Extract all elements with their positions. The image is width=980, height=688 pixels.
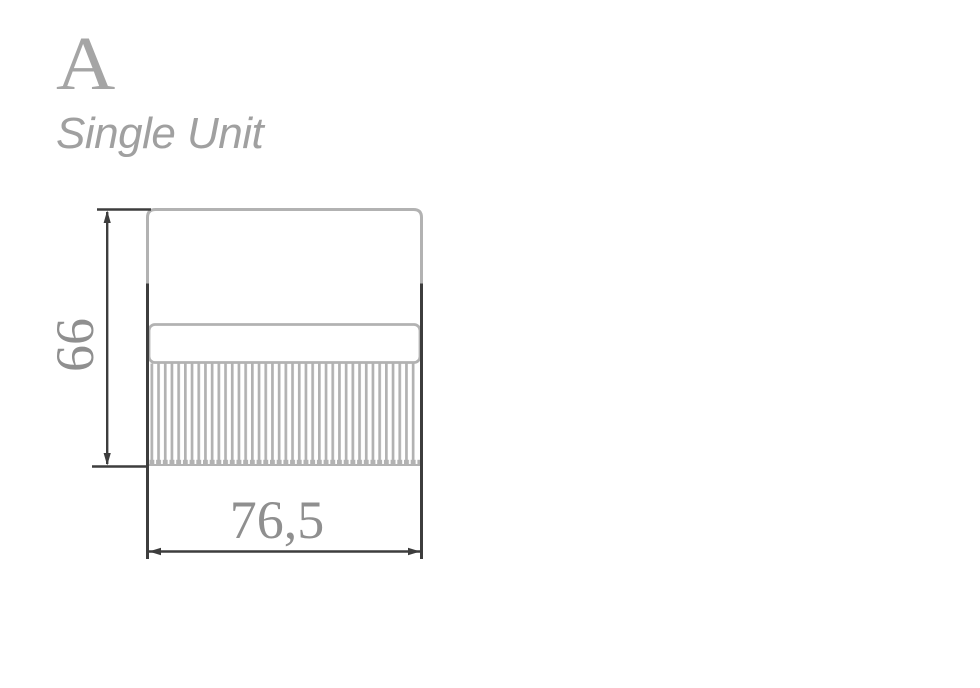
height-dimension-label: 66 [45,318,105,372]
width-arrow-left-icon [148,547,161,556]
section-subtitle: Single Unit [56,109,264,158]
cap-top-outline [146,208,423,284]
section-letter: A [56,22,116,106]
width-dimension-label: 76,5 [229,490,325,550]
height-arrow-up-icon [103,210,111,223]
width-arrow-right-icon [408,547,421,556]
cap-band [147,323,422,364]
cap-rib-scallop [149,459,420,464]
cap-ribs [150,363,419,461]
height-arrow-down-icon [103,453,111,466]
